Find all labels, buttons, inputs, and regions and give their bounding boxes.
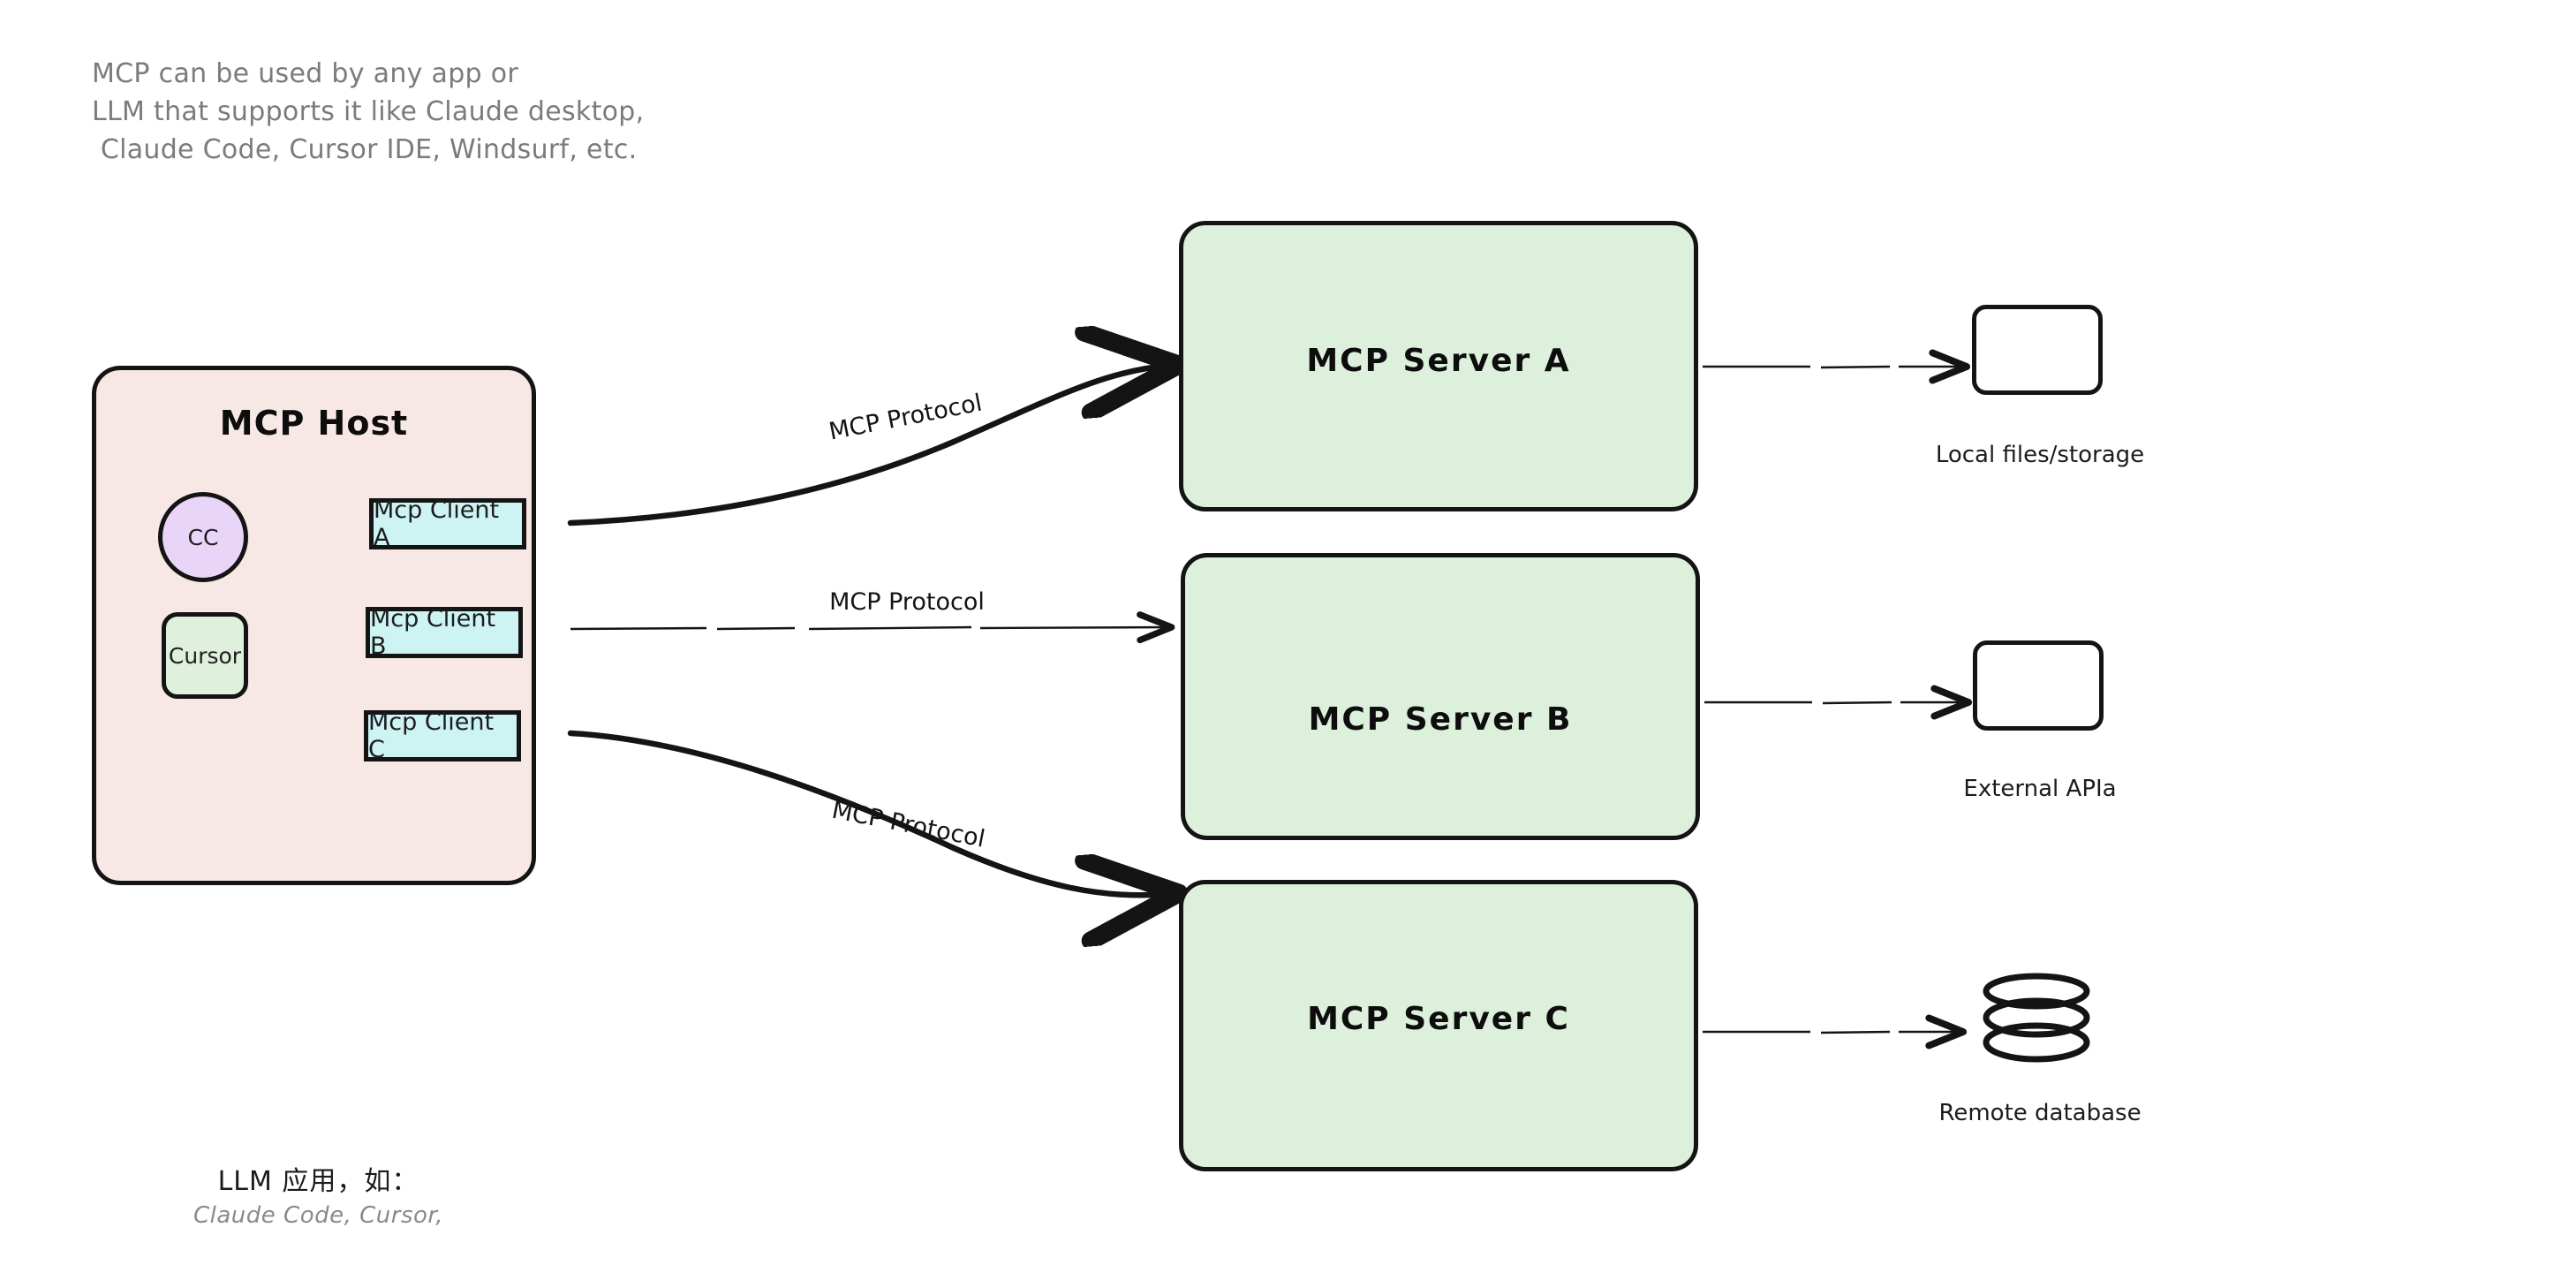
mcp-host-box[interactable]: MCP Host CC Cursor LLM 应用，如： Claude Code… bbox=[92, 366, 536, 1229]
rounded-square-icon bbox=[1973, 640, 2104, 731]
local-files-label: Local files/storage bbox=[1935, 442, 2145, 468]
mcp-client-b-box[interactable]: Mcp Client B bbox=[366, 605, 523, 660]
protocol-label-bottom: MCP Protocol bbox=[829, 797, 987, 853]
mcp-host-title: MCP Host bbox=[219, 404, 409, 443]
mcp-server-a-label: MCP Server A bbox=[1306, 343, 1571, 379]
mcp-client-b-label: Mcp Client B bbox=[370, 605, 496, 660]
mcp-server-a-box[interactable]: MCP Server A bbox=[1179, 221, 1698, 511]
connector-server-c-to-remote-database bbox=[1703, 1032, 1959, 1033]
intro-annotation: MCP can be used by any app or LLM that s… bbox=[92, 55, 644, 169]
mcp-server-c-box[interactable]: MCP Server C bbox=[1179, 880, 1698, 1171]
app-cursor-label: Cursor bbox=[168, 642, 242, 669]
mcp-client-a-label: Mcp Client A bbox=[374, 496, 500, 551]
rounded-square-icon bbox=[1972, 305, 2103, 395]
mcp-client-c-box[interactable]: Mcp Client C bbox=[364, 708, 521, 763]
mcp-client-c-label: Mcp Client C bbox=[368, 708, 495, 763]
app-cc-circle[interactable]: CC bbox=[158, 492, 248, 582]
mcp-server-b-box[interactable]: MCP Server B bbox=[1181, 553, 1700, 840]
connector-server-b-to-external-apis bbox=[1704, 702, 1964, 703]
database-cylinder-icon bbox=[1983, 973, 2090, 1063]
connector-client-a-to-server-a bbox=[567, 366, 1167, 527]
remote-database-label: Remote database bbox=[1938, 1100, 2142, 1126]
connector-client-b-to-server-b bbox=[570, 627, 1167, 629]
intro-annotation-line-1: MCP can be used by any app or bbox=[92, 58, 519, 89]
app-cursor-box[interactable]: Cursor bbox=[162, 612, 248, 699]
external-apis-label: External APIa bbox=[1963, 776, 2117, 802]
app-cc-label: CC bbox=[187, 524, 219, 550]
mcp-host-footer-main: LLM 应用，如： bbox=[217, 1166, 419, 1197]
mcp-client-a-box[interactable]: Mcp Client A bbox=[369, 496, 526, 551]
intro-annotation-line-3: Claude Code, Cursor IDE, Windsurf, etc. bbox=[92, 134, 638, 165]
connector-client-c-to-server-c bbox=[567, 730, 1167, 895]
intro-annotation-line-2: LLM that supports it like Claude desktop… bbox=[92, 96, 645, 127]
protocol-label-top: MCP Protocol bbox=[827, 390, 985, 446]
mcp-server-c-label: MCP Server C bbox=[1307, 1001, 1570, 1037]
mcp-server-b-label: MCP Server B bbox=[1308, 701, 1573, 738]
mcp-host-footer-sub: Claude Code, Cursor, bbox=[193, 1202, 443, 1229]
protocol-label-middle: MCP Protocol bbox=[829, 588, 985, 616]
